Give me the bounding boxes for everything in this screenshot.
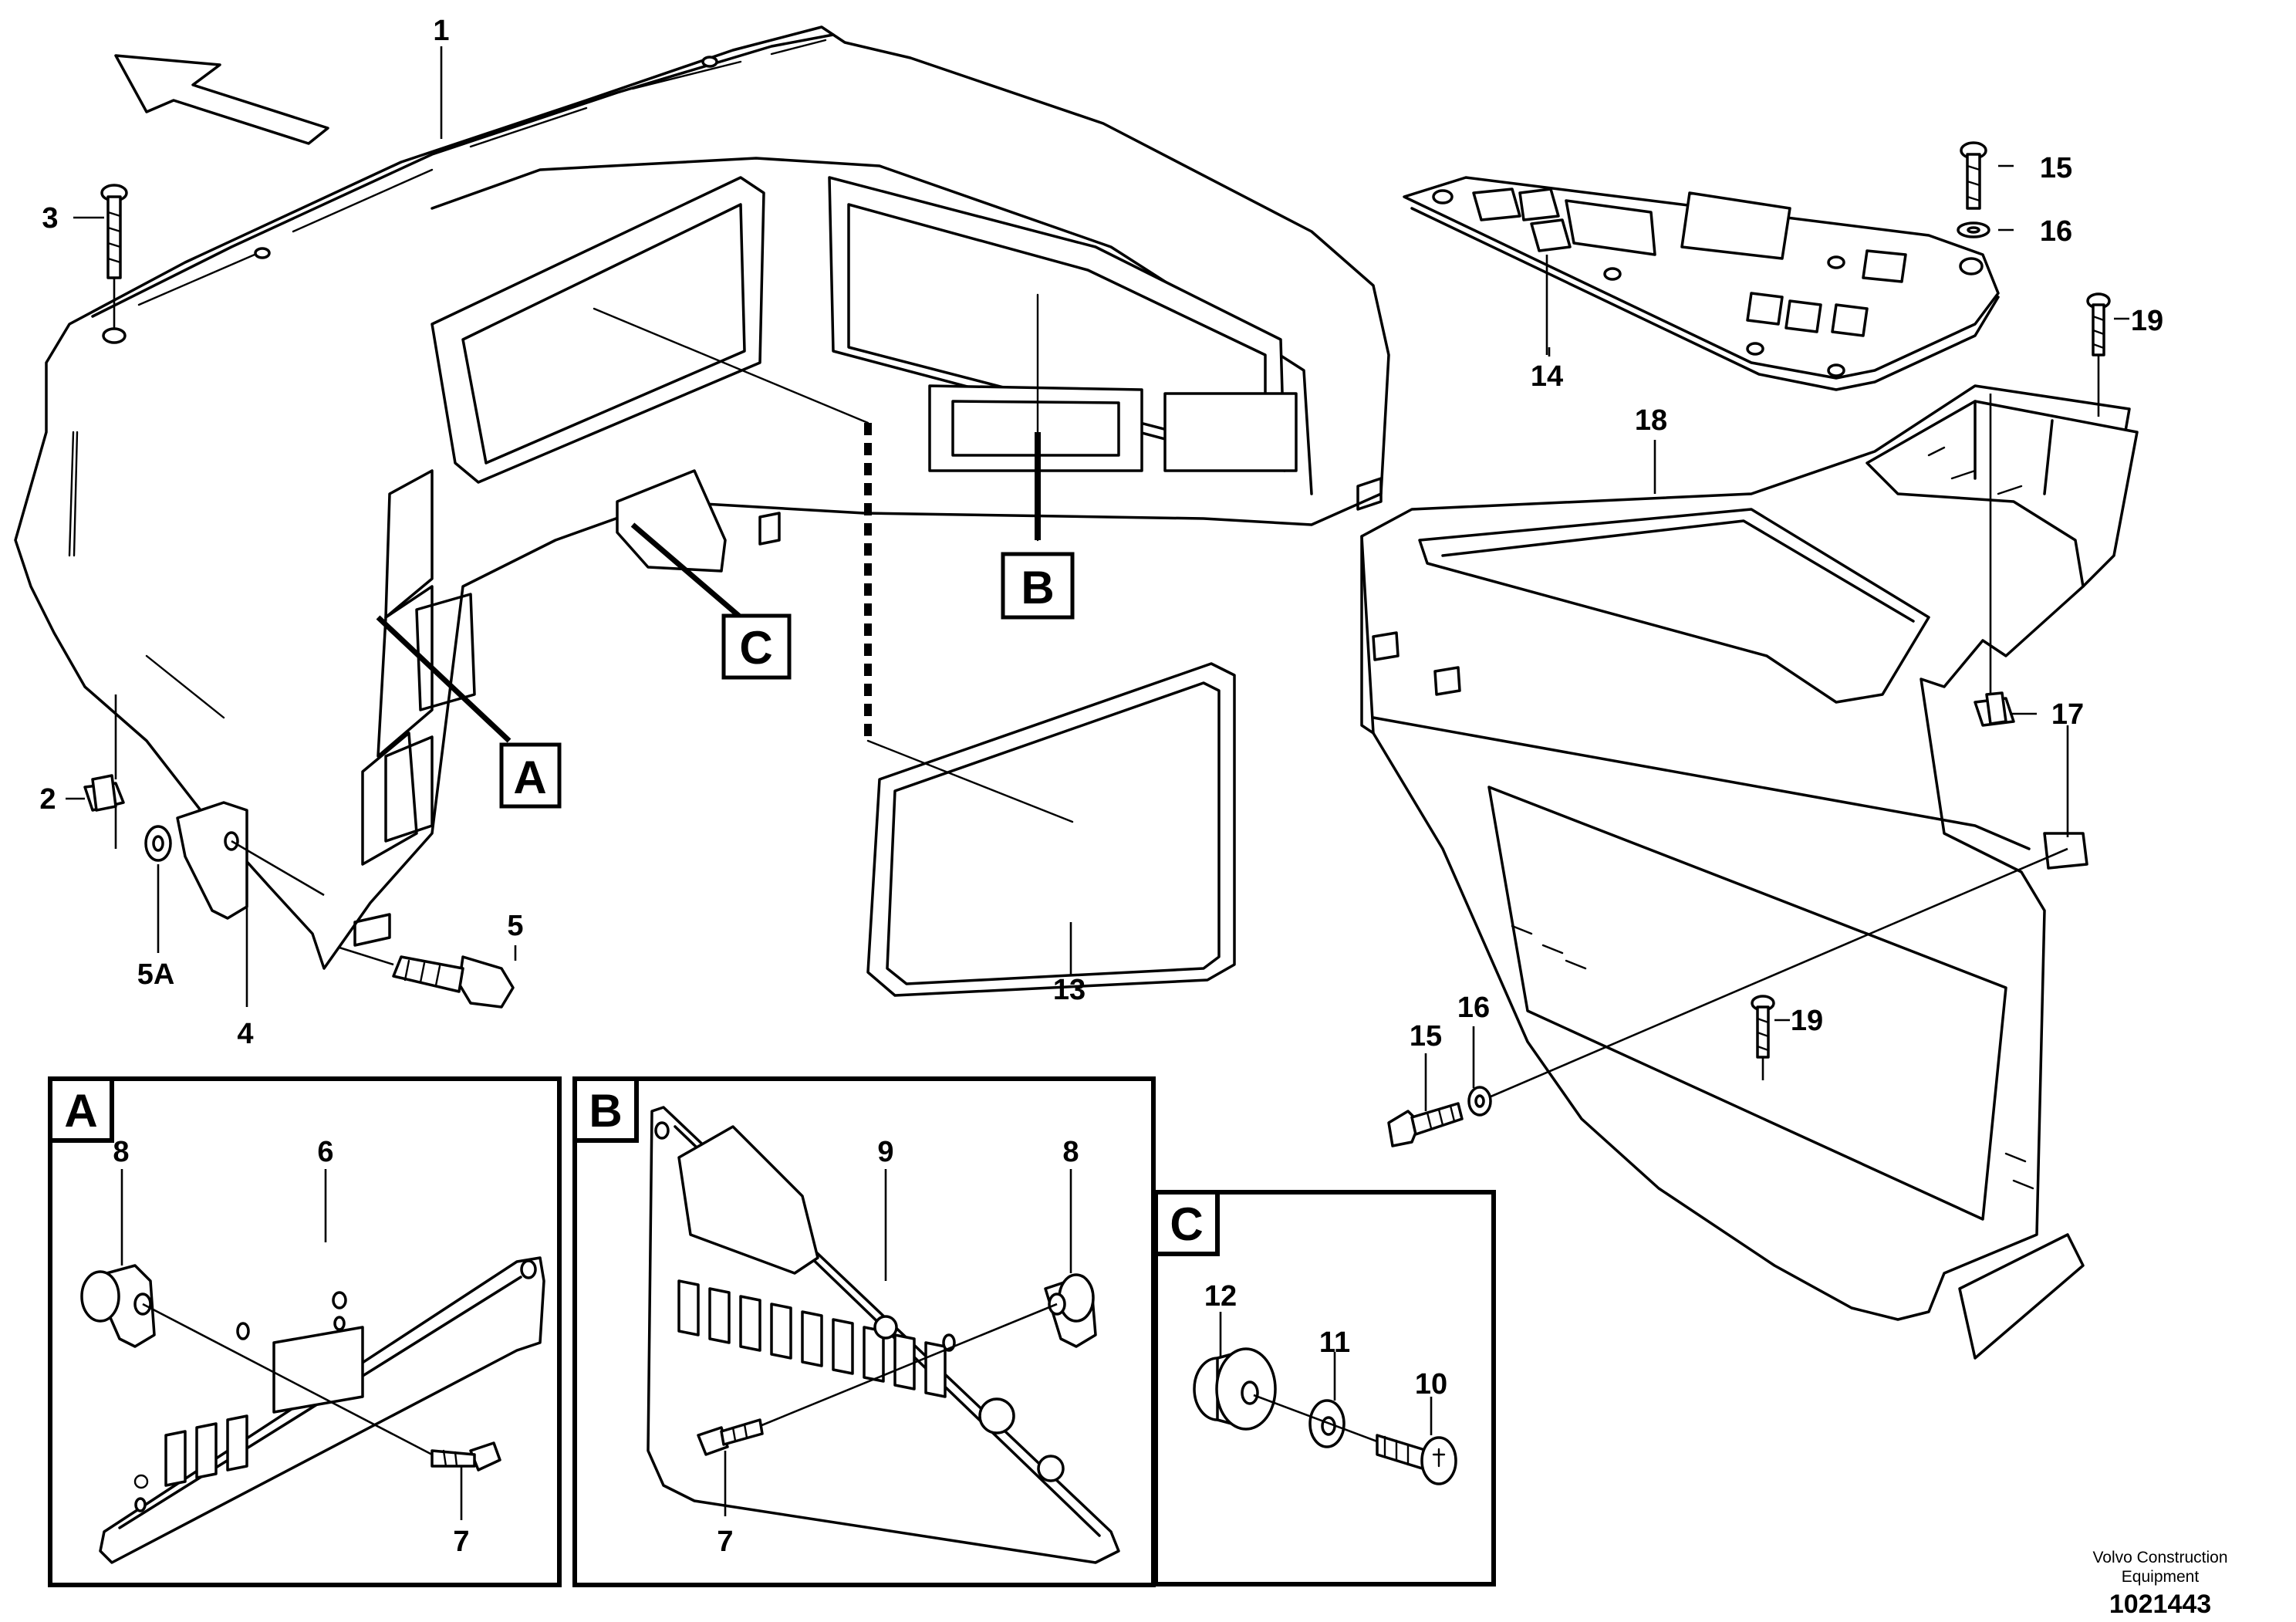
callout-16-bottom: 16 xyxy=(1457,992,1490,1024)
washer-16-top-icon xyxy=(1957,221,1990,238)
detail-c-title: C xyxy=(1170,1198,1203,1250)
washer-16-bottom-icon xyxy=(1467,847,2068,1117)
detail-a-panel: A 8 6 7 xyxy=(48,1076,562,1587)
screw-19-top-icon xyxy=(2086,292,2111,417)
callout-15-top: 15 xyxy=(2040,152,2072,184)
console-housing-18 xyxy=(1360,384,2139,1360)
screw-19-bottom-icon xyxy=(1751,995,1775,1080)
detail-b-panel: B 9 8 7 xyxy=(572,1076,1156,1587)
detail-a-callout-6: 6 xyxy=(317,1136,333,1168)
clip-2-icon xyxy=(83,694,125,849)
callout-18: 18 xyxy=(1635,404,1667,437)
label-box-a: A xyxy=(499,742,562,809)
detail-a-callout-8: 8 xyxy=(113,1136,129,1168)
callout-5: 5 xyxy=(507,910,523,942)
direction-arrow-icon xyxy=(114,54,329,145)
label-b: B xyxy=(1021,562,1054,613)
label-box-b: B xyxy=(1001,552,1075,620)
detail-b-callout-9: 9 xyxy=(877,1136,893,1168)
footer-doc-number: 1021443 xyxy=(2109,1590,2211,1619)
detail-c-callout-12: 12 xyxy=(1204,1280,1237,1313)
detail-a-callout-7: 7 xyxy=(453,1526,469,1558)
detail-c-callout-10: 10 xyxy=(1415,1368,1447,1401)
callout-15-bottom: 15 xyxy=(1410,1020,1442,1053)
label-a: A xyxy=(513,752,546,803)
callout-5a: 5A xyxy=(137,958,175,991)
callout-4: 4 xyxy=(237,1018,253,1050)
screw-15-bottom-icon xyxy=(1387,1102,1464,1147)
footer-block: Volvo Construction Equipment 1021443 xyxy=(2092,1549,2227,1619)
label-box-c: C xyxy=(721,613,792,680)
callout-2: 2 xyxy=(39,783,56,816)
callout-16-top: 16 xyxy=(2040,215,2072,248)
callout-19-bottom: 19 xyxy=(1791,1005,1823,1037)
callout-19-top: 19 xyxy=(2131,305,2163,337)
detail-b-title: B xyxy=(589,1085,622,1137)
bolt-5-icon xyxy=(339,946,515,1009)
callout-17: 17 xyxy=(2051,698,2084,731)
bracket-4-icon xyxy=(176,801,325,920)
panel-plate-14 xyxy=(1403,176,2000,391)
callout-14: 14 xyxy=(1531,360,1563,393)
detail-a-title: A xyxy=(64,1085,97,1137)
callout-1: 1 xyxy=(433,15,449,47)
footer-company-line1: Volvo Construction xyxy=(2092,1549,2227,1566)
callout-3: 3 xyxy=(42,202,58,235)
detail-b-callout-8: 8 xyxy=(1062,1136,1079,1168)
label-c: C xyxy=(739,622,772,674)
section-markers xyxy=(376,293,1041,743)
callout-13: 13 xyxy=(1053,974,1086,1006)
dashboard-cover xyxy=(14,25,1390,970)
detail-c-panel: C 12 11 10 xyxy=(1153,1190,1496,1587)
detail-c-callout-11: 11 xyxy=(1319,1326,1350,1359)
callout-leaders xyxy=(66,46,2129,1111)
screw-3-icon xyxy=(100,184,128,328)
gasket-frame xyxy=(866,662,1236,997)
footer-company-line2: Equipment xyxy=(2122,1568,2200,1586)
screw-15-top-icon xyxy=(1960,141,1987,210)
detail-b-callout-7: 7 xyxy=(717,1526,733,1558)
washer-5a-icon xyxy=(144,825,172,862)
